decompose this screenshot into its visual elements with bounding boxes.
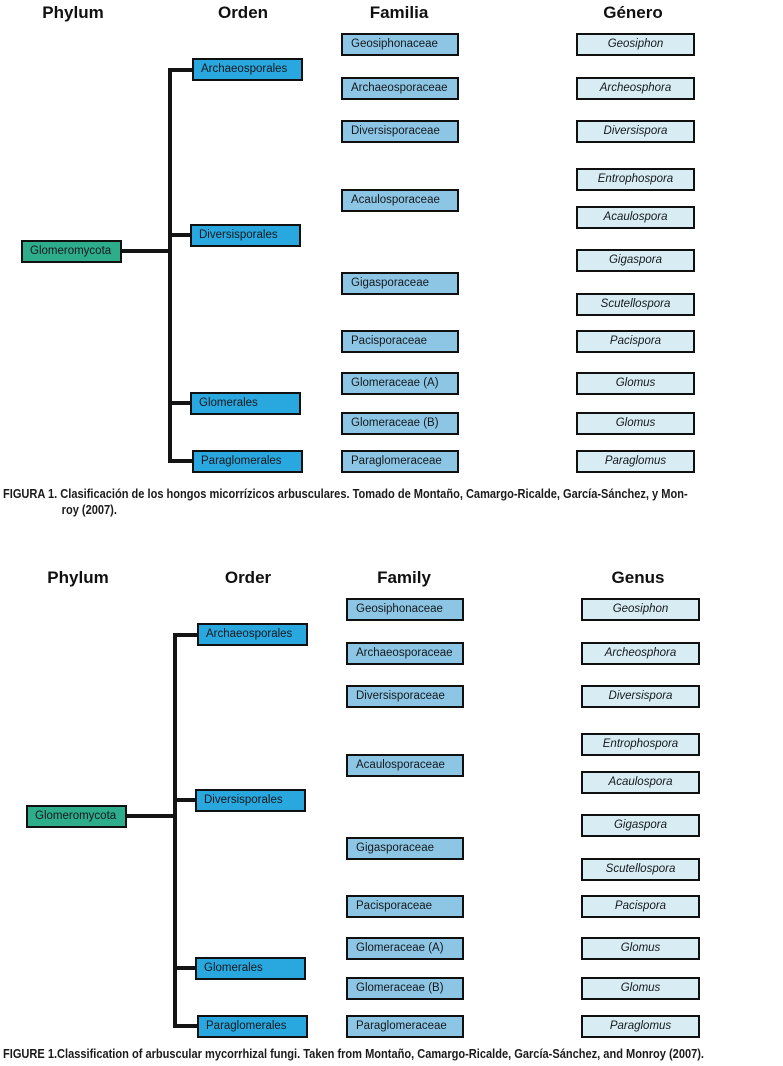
- tree-root-line: [125, 814, 175, 818]
- figure1-caption-line2: roy (2007).: [61, 502, 117, 517]
- column-header-family: Familia: [369, 3, 429, 22]
- genus-box-glomus-a: Glomus: [581, 937, 700, 960]
- genus-box-archeosphora: Archeosphora: [581, 642, 700, 665]
- order-box-paraglomerales: Paraglomerales: [192, 450, 303, 473]
- order-box-paraglomerales: Paraglomerales: [197, 1015, 308, 1038]
- genus-box-archeosphora: Archeosphora: [576, 77, 695, 100]
- genus-box-pacispora: Pacispora: [581, 895, 700, 918]
- genus-box-diversispora: Diversispora: [581, 685, 700, 708]
- family-box-archaeosporaceae: Archaeosporaceae: [341, 77, 459, 100]
- tree-branch-line-diversisporales: [175, 798, 197, 802]
- family-box-paraglomeraceae: Paraglomeraceae: [346, 1015, 464, 1038]
- column-header-family: Family: [377, 568, 431, 587]
- order-box-diversisporales: Diversisporales: [190, 224, 301, 247]
- tree-branch-line-paraglomerales: [170, 459, 194, 463]
- phylum-box-glomeromycota: Glomeromycota: [21, 240, 122, 263]
- family-box-diversisporaceae: Diversisporaceae: [341, 120, 459, 143]
- genus-box-glomus-b: Glomus: [581, 977, 700, 1000]
- family-box-gigasporaceae: Gigasporaceae: [341, 272, 459, 295]
- genus-box-acaulospora: Acaulospora: [576, 206, 695, 229]
- family-box-geosiphonaceae: Geosiphonaceae: [346, 598, 464, 621]
- genus-box-glomus-a: Glomus: [576, 372, 695, 395]
- order-box-glomerales: Glomerales: [190, 392, 301, 415]
- genus-box-glomus-b: Glomus: [576, 412, 695, 435]
- column-header-order: Orden: [217, 3, 269, 22]
- tree-branch-line-paraglomerales: [175, 1024, 199, 1028]
- column-header-genus: Género: [603, 3, 663, 22]
- column-header-order: Order: [224, 568, 272, 587]
- tree-branch-line-glomerales: [170, 401, 192, 405]
- phylum-box-glomeromycota: Glomeromycota: [26, 805, 127, 828]
- family-box-acaulosporaceae: Acaulosporaceae: [346, 754, 464, 777]
- family-box-gigasporaceae: Gigasporaceae: [346, 837, 464, 860]
- family-box-glomeraceae-a: Glomeraceae (A): [346, 937, 464, 960]
- family-box-geosiphonaceae: Geosiphonaceae: [341, 33, 459, 56]
- genus-box-acaulospora: Acaulospora: [581, 771, 700, 794]
- genus-box-entrophospora: Entrophospora: [581, 733, 700, 756]
- tree-branch-line-glomerales: [175, 966, 197, 970]
- family-box-pacisporaceae: Pacisporaceae: [341, 330, 459, 353]
- family-box-diversisporaceae: Diversisporaceae: [346, 685, 464, 708]
- genus-box-diversispora: Diversispora: [576, 120, 695, 143]
- tree-branch-line-diversisporales: [170, 233, 192, 237]
- family-box-acaulosporaceae: Acaulosporaceae: [341, 189, 459, 212]
- column-header-genus: Genus: [611, 568, 665, 587]
- family-box-archaeosporaceae: Archaeosporaceae: [346, 642, 464, 665]
- genus-box-paraglomus: Paraglomus: [581, 1015, 700, 1038]
- genus-box-gigaspora: Gigaspora: [581, 814, 700, 837]
- tree-branch-line-archaeosporales: [175, 633, 199, 637]
- column-header-phylum: Phylum: [42, 3, 104, 22]
- figure2-taxonomy-diagram: Phylum Order Family Genus Glomeromycota …: [5, 565, 783, 1047]
- tree-root-line: [120, 249, 170, 253]
- genus-box-gigaspora: Gigaspora: [576, 249, 695, 272]
- figure1-caption-line1: FIGURA 1. Clasificación de los hongos mi…: [3, 486, 688, 501]
- family-box-glomeraceae-b: Glomeraceae (B): [346, 977, 464, 1000]
- order-box-diversisporales: Diversisporales: [195, 789, 306, 812]
- tree-trunk-line: [173, 633, 177, 1028]
- tree-branch-line-archaeosporales: [170, 68, 194, 72]
- genus-box-geosiphon: Geosiphon: [581, 598, 700, 621]
- genus-box-pacispora: Pacispora: [576, 330, 695, 353]
- figure2-caption-line1: FIGURE 1.Classification of arbuscular my…: [3, 1046, 705, 1061]
- genus-box-scutellospora: Scutellospora: [576, 293, 695, 316]
- figure2-caption: FIGURE 1.Classification of arbuscular my…: [3, 1046, 783, 1062]
- genus-box-geosiphon: Geosiphon: [576, 33, 695, 56]
- family-box-glomeraceae-b: Glomeraceae (B): [341, 412, 459, 435]
- tree-trunk-line: [168, 68, 172, 463]
- figure1-caption: FIGURA 1. Clasificación de los hongos mi…: [3, 486, 783, 518]
- genus-box-entrophospora: Entrophospora: [576, 168, 695, 191]
- family-box-pacisporaceae: Pacisporaceae: [346, 895, 464, 918]
- genus-box-paraglomus: Paraglomus: [576, 450, 695, 473]
- genus-box-scutellospora: Scutellospora: [581, 858, 700, 881]
- figure1-taxonomy-diagram: Phylum Orden Familia Género Glomeromycot…: [0, 0, 783, 482]
- family-box-glomeraceae-a: Glomeraceae (A): [341, 372, 459, 395]
- order-box-archaeosporales: Archaeosporales: [197, 623, 308, 646]
- order-box-glomerales: Glomerales: [195, 957, 306, 980]
- order-box-archaeosporales: Archaeosporales: [192, 58, 303, 81]
- family-box-paraglomeraceae: Paraglomeraceae: [341, 450, 459, 473]
- column-header-phylum: Phylum: [47, 568, 109, 587]
